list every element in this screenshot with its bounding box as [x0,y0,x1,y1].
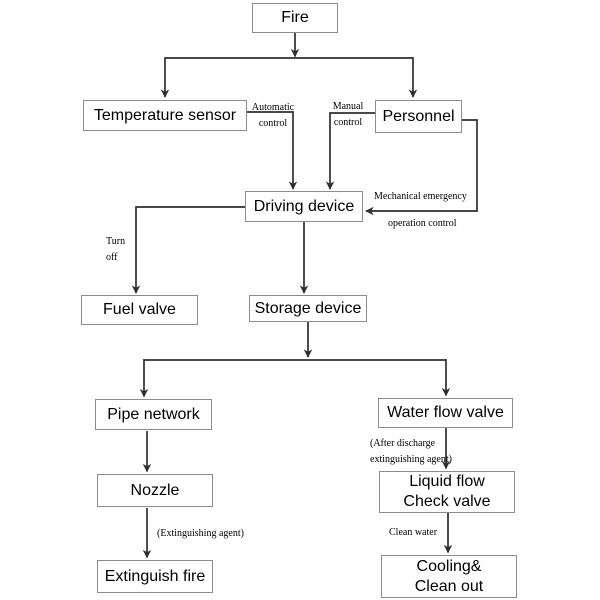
node-driving-device: Driving device [245,191,363,222]
edge-manual-control [325,112,375,190]
edge-mechanical-emergency-control [365,119,478,216]
label-operation-control: operation control [388,218,457,229]
node-fuel-valve: Fuel valve [81,295,198,325]
node-nozzle: Nozzle [97,474,213,507]
edge-automatic-control [247,111,298,190]
node-extinguish-fire: Extinguish fire [97,560,213,593]
node-fire: Fire [252,3,338,33]
label-mechanical-emergency: Mechanical emergency [374,191,467,202]
label-after-discharge: (After discharge extinguishing agent) [370,438,452,465]
edge-driving-to-fuel-valve [131,206,245,294]
label-clean-water: Clean water [389,527,438,538]
label-extinguishing-agent: (Extinguishing agent) [157,528,244,539]
node-cooling-clean-out: Cooling& Clean out [381,555,517,598]
label-automatic-control: Automatic control [251,102,295,129]
node-pipe-network: Pipe network [95,399,212,430]
node-water-flow-valve: Water flow valve [378,398,513,428]
label-manual-control: Manual control [332,101,364,128]
node-storage-device: Storage device [249,295,367,322]
label-turn-off: Turn off [106,236,126,263]
node-liquid-flow-check-valve: Liquid flow Check valve [379,471,515,513]
node-personnel: Personnel [375,100,462,133]
node-temperature-sensor: Temperature sensor [83,100,247,131]
